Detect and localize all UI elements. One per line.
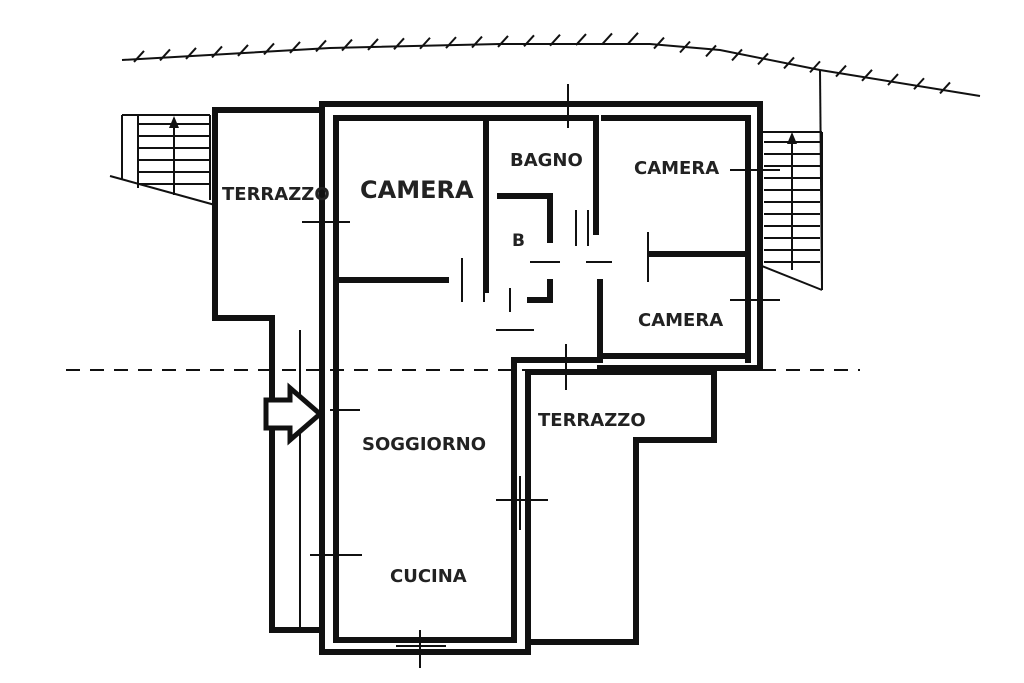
room-label-terrazzo-left: TERRAZZO [222,184,330,205]
openings [299,84,780,668]
room-label-camera-bottom-right: CAMERA [638,310,723,331]
room-label-soggiorno: SOGGIORNO [362,434,486,455]
entrance-arrow-icon [263,382,324,446]
room-label-camera-main: CAMERA [360,176,474,204]
room-label-cucina: CUCINA [390,566,467,587]
room-label-terrazzo-right: TERRAZZO [538,410,646,431]
terrace-right-outline [525,369,717,645]
room-label-camera-top-right: CAMERA [634,158,719,179]
terrace-left-outline [212,107,325,633]
room-label-bath-small: B [512,231,525,251]
stairs-left-icon [109,114,216,206]
stairs-right-icon [761,131,823,291]
room-label-bagno: BAGNO [510,150,583,171]
